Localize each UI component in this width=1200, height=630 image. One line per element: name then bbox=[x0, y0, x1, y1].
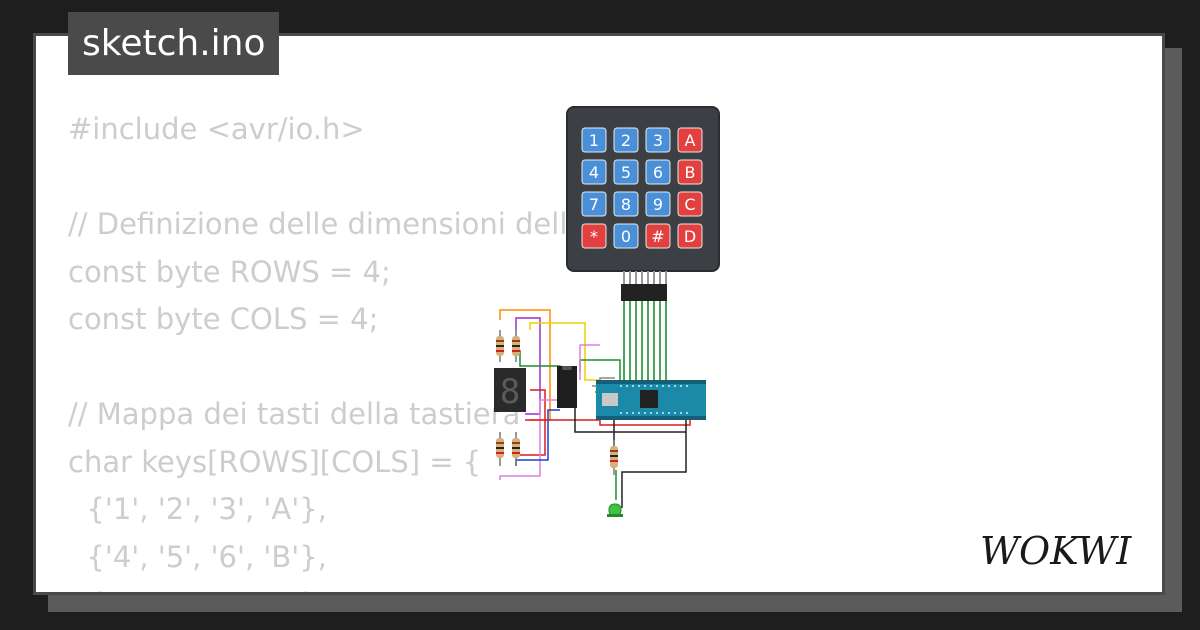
keypad-key[interactable]: 6 bbox=[645, 159, 671, 185]
code-line: {'4', '5', '6', 'B'}, bbox=[68, 539, 327, 574]
resistor-bottom-left bbox=[496, 432, 504, 466]
keypad-keys: 1 2 3 A 4 5 6 B 7 8 9 C * 0 # D bbox=[581, 127, 703, 249]
code-line: {'1', '2', '3', 'A'}, bbox=[68, 492, 327, 526]
keypad-key-label: 6 bbox=[653, 163, 663, 182]
keypad-key[interactable]: 4 bbox=[581, 159, 607, 185]
keypad-key-label: 9 bbox=[653, 195, 663, 214]
led-resistor bbox=[610, 440, 618, 475]
keypad-key-label: 7 bbox=[589, 195, 599, 214]
green-led bbox=[607, 503, 623, 517]
keypad-key[interactable]: * bbox=[581, 223, 607, 249]
code-line: const byte ROWS = 4; bbox=[68, 254, 391, 289]
keypad-key[interactable]: B bbox=[677, 159, 703, 185]
keypad-key-label: 1 bbox=[589, 131, 599, 150]
keypad-key[interactable]: 8 bbox=[613, 191, 639, 217]
keypad-key[interactable]: 3 bbox=[645, 127, 671, 153]
mcu-chip bbox=[640, 390, 658, 408]
keypad-key-label: D bbox=[684, 227, 696, 246]
keypad-key-label: 4 bbox=[589, 163, 599, 182]
keypad-key[interactable]: C bbox=[677, 191, 703, 217]
keypad-key-label: * bbox=[590, 227, 598, 246]
keypad-wires bbox=[623, 301, 667, 380]
seven-segment-display bbox=[494, 368, 526, 412]
code-line: const byte COLS = 4; bbox=[68, 302, 379, 336]
resistor-top-left bbox=[496, 330, 504, 362]
keypad-key[interactable]: 9 bbox=[645, 191, 671, 217]
keypad-key[interactable]: 5 bbox=[613, 159, 639, 185]
code-line: char keys[ROWS][COLS] = { bbox=[68, 444, 482, 479]
keypad-key-label: A bbox=[685, 131, 696, 150]
keypad-key[interactable]: D bbox=[677, 223, 703, 249]
keypad-key-label: 5 bbox=[621, 163, 631, 182]
keypad-key[interactable]: 2 bbox=[613, 127, 639, 153]
sketch-filename: sketch.ino bbox=[68, 12, 280, 75]
usb-port bbox=[602, 393, 618, 406]
code-line: {'7', '8', '9', 'C'}, bbox=[68, 587, 327, 592]
code-line: #include <avr/io.h> bbox=[68, 112, 365, 146]
resistor-top-right bbox=[512, 330, 520, 362]
keypad-key-label: 2 bbox=[621, 131, 631, 150]
keypad-ribbon-pins bbox=[623, 271, 667, 284]
code-line: // Mappa dei tasti della tastiera bbox=[68, 397, 521, 431]
keypad-key-label: C bbox=[684, 195, 695, 214]
keypad-key-label: 8 bbox=[621, 195, 631, 214]
code-preview: #include <avr/io.h> // Definizione delle… bbox=[68, 106, 706, 592]
svg-text:WOKWI: WOKWI bbox=[980, 530, 1132, 573]
keypad-key[interactable]: 1 bbox=[581, 127, 607, 153]
keypad-key[interactable]: 0 bbox=[613, 223, 639, 249]
keypad-key-label: # bbox=[651, 227, 664, 246]
keypad-key[interactable]: # bbox=[645, 223, 671, 249]
wiring bbox=[499, 309, 691, 508]
wokwi-logo: WOKWI bbox=[980, 530, 1132, 573]
keypad-key[interactable]: A bbox=[677, 127, 703, 153]
keypad-key-label: 0 bbox=[621, 227, 631, 246]
shift-register-ic bbox=[557, 366, 577, 408]
seven-segment-digit: 8 bbox=[500, 372, 520, 412]
arduino-pins bbox=[620, 385, 688, 414]
keypad-connector bbox=[621, 284, 667, 301]
keypad-key[interactable]: 7 bbox=[581, 191, 607, 217]
keypad-key-label: B bbox=[685, 163, 696, 182]
resistor-bottom-right bbox=[512, 432, 520, 466]
keypad-key-label: 3 bbox=[653, 131, 663, 150]
